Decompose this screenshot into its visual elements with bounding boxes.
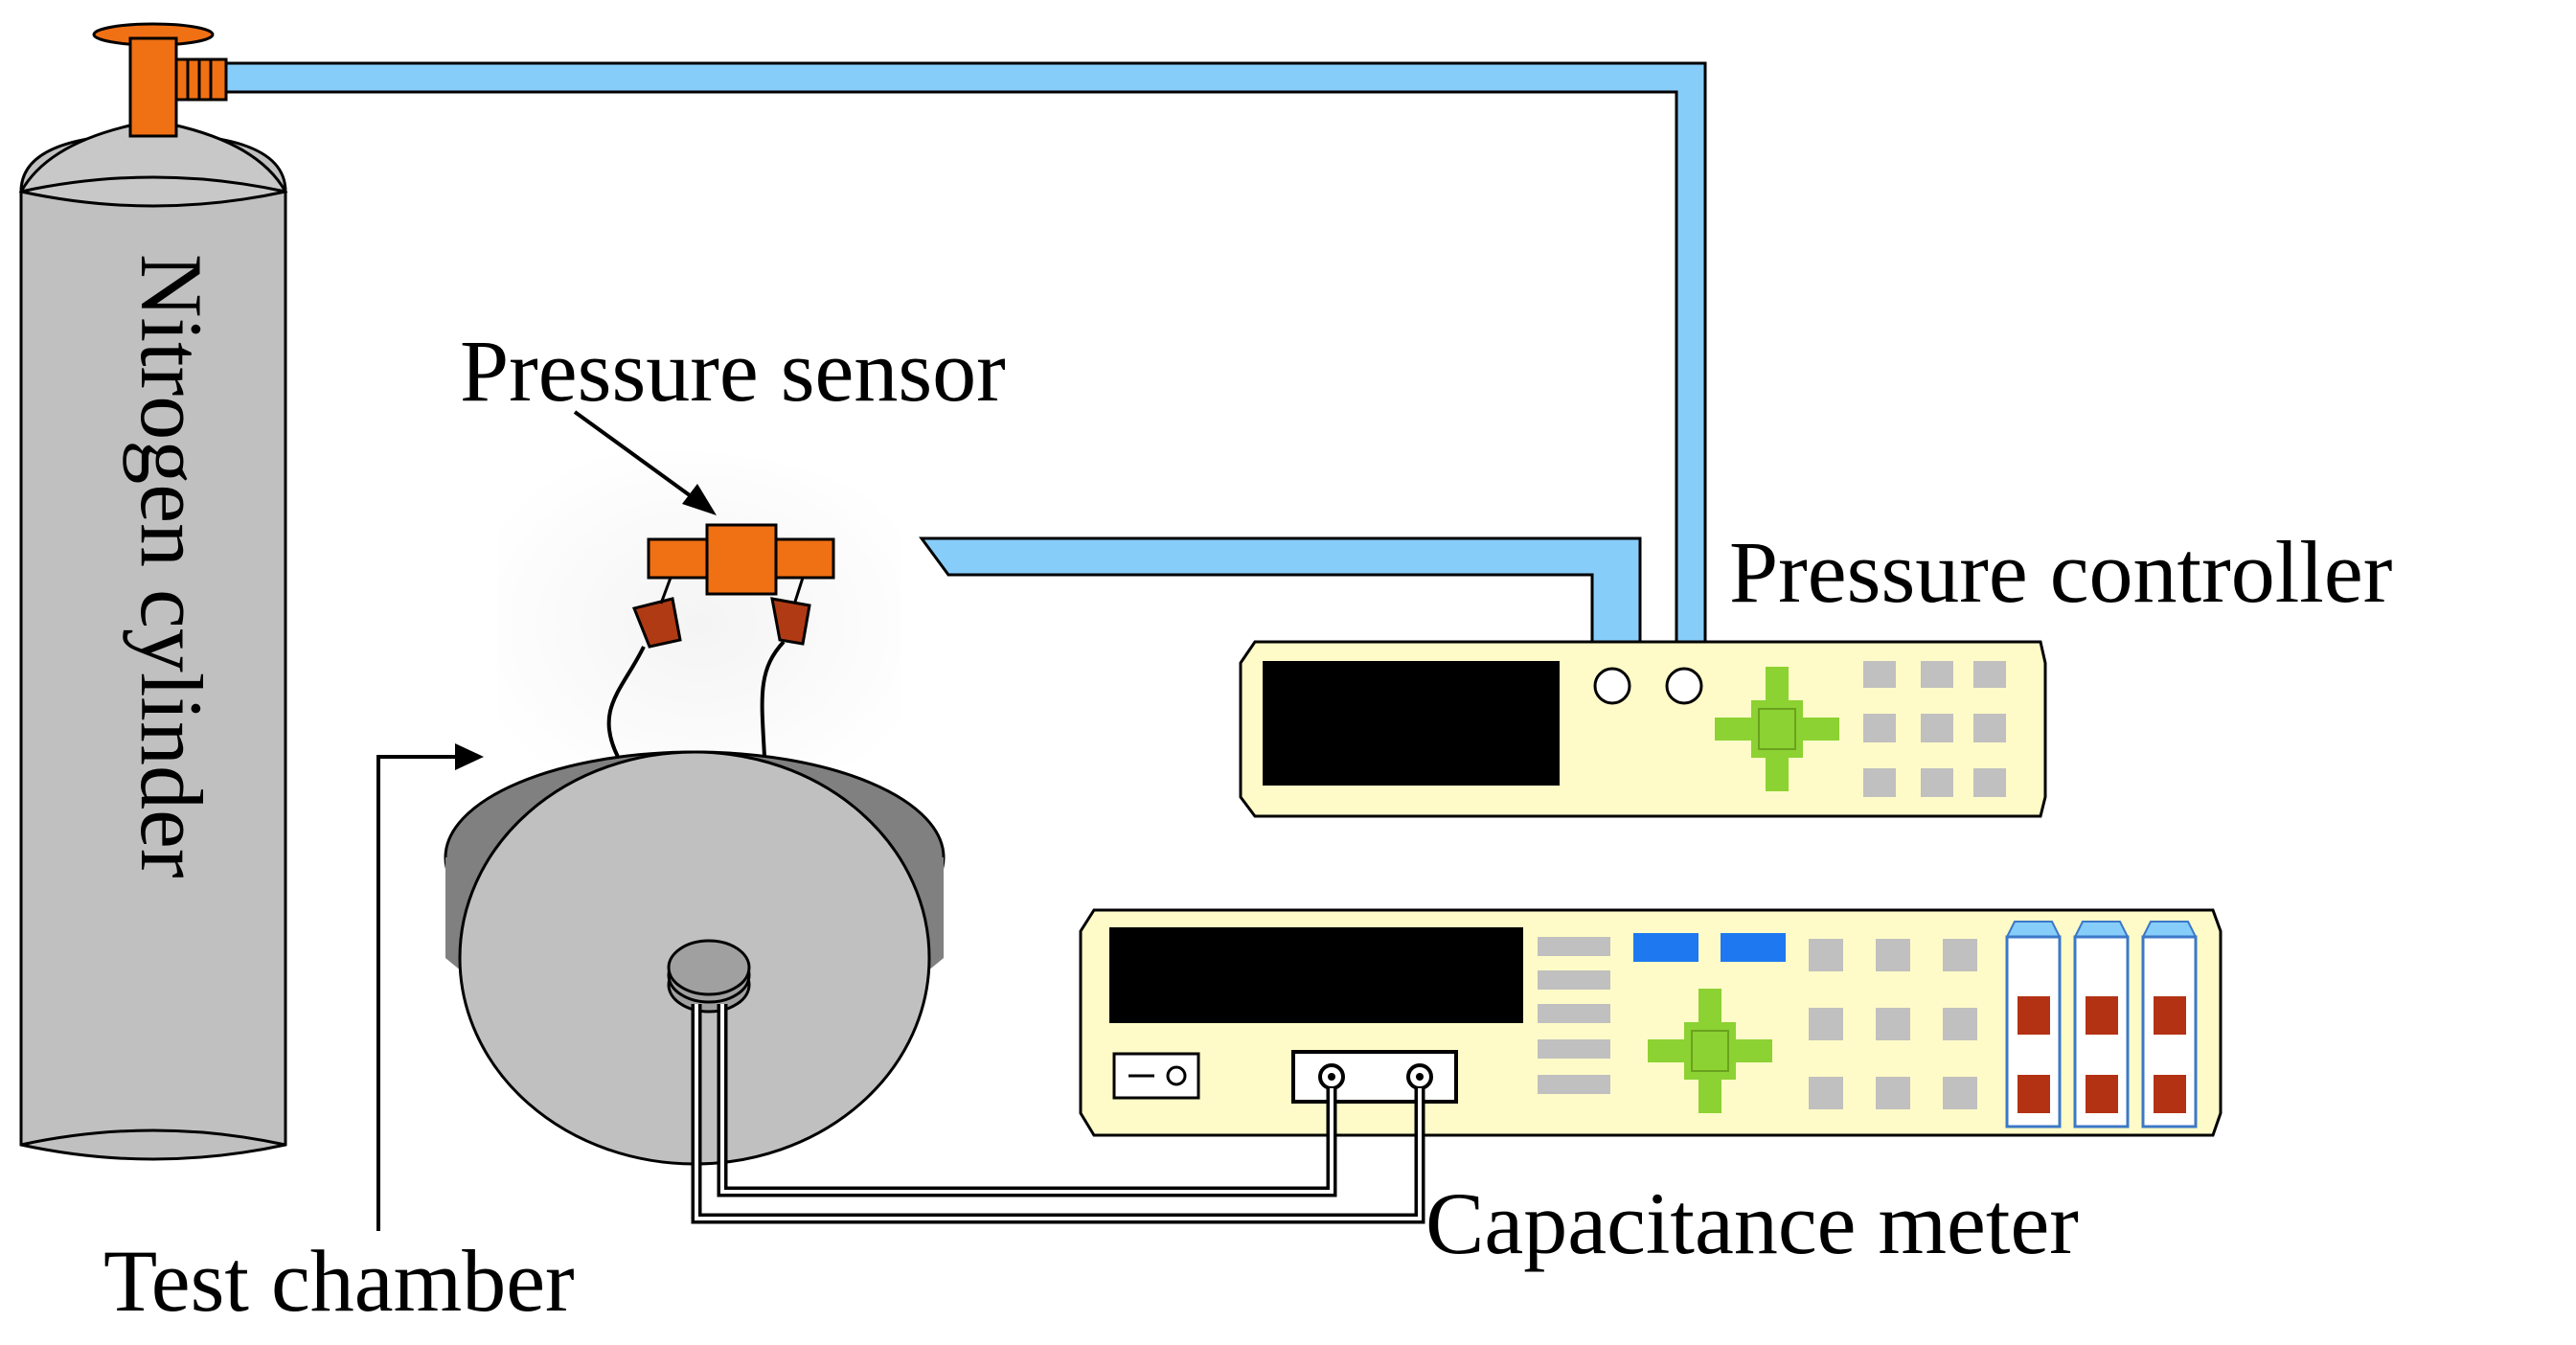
- pressure-controller[interactable]: [1239, 640, 2047, 818]
- capacitance-meter[interactable]: [1079, 908, 2223, 1137]
- cylinder-valve: [92, 22, 228, 138]
- meter-channel-3[interactable]: [2141, 921, 2198, 1128]
- controller-keypad[interactable]: [1863, 661, 2006, 797]
- test-chamber-label: Test chamber: [103, 1232, 575, 1330]
- cylinder-dome: [18, 123, 288, 208]
- meter-channel-2[interactable]: [2073, 921, 2130, 1128]
- meter-display: [1109, 927, 1523, 1023]
- sensor-lead-right: [760, 577, 811, 758]
- pressure-sensor: [606, 523, 835, 758]
- controller-knob-1[interactable]: [1593, 667, 1631, 705]
- capacitance-meter-label: Capacitance meter: [1425, 1174, 2079, 1272]
- meter-channel-modules[interactable]: [2005, 921, 2198, 1128]
- meter-switch[interactable]: [1112, 1052, 1200, 1100]
- nitrogen-cylinder: Nitrogen cylinder: [18, 22, 288, 1161]
- bell-jar: [498, 450, 900, 766]
- pressure-sensor-arrow: [573, 410, 717, 515]
- tube-controller-to-chamber: [919, 536, 1642, 646]
- meter-nav-pad[interactable]: [1648, 989, 1772, 1113]
- test-chamber: [444, 750, 946, 1166]
- sensor-lead-left: [606, 577, 682, 758]
- controller-nav-pad[interactable]: [1715, 667, 1839, 791]
- meter-keypad[interactable]: [1809, 939, 1977, 1109]
- meter-terminal-block[interactable]: [1291, 1050, 1458, 1104]
- meter-blue-key-2[interactable]: [1721, 933, 1786, 962]
- meter-function-keys[interactable]: [1538, 937, 1610, 1094]
- pressure-sensor-label: Pressure sensor: [460, 322, 1006, 420]
- pressure-controller-label: Pressure controller: [1729, 523, 2392, 621]
- test-chamber-arrow: [376, 743, 484, 1231]
- chamber-connector: [667, 939, 751, 1014]
- cylinder-body: [19, 132, 287, 1161]
- controller-knob-2[interactable]: [1665, 667, 1703, 705]
- controller-display: [1263, 661, 1560, 786]
- signal-wires: [691, 1004, 1425, 1224]
- meter-blue-key-1[interactable]: [1633, 933, 1698, 962]
- meter-channel-1[interactable]: [2005, 921, 2062, 1128]
- nitrogen-cylinder-label: Nitrogen cylinder: [123, 254, 220, 878]
